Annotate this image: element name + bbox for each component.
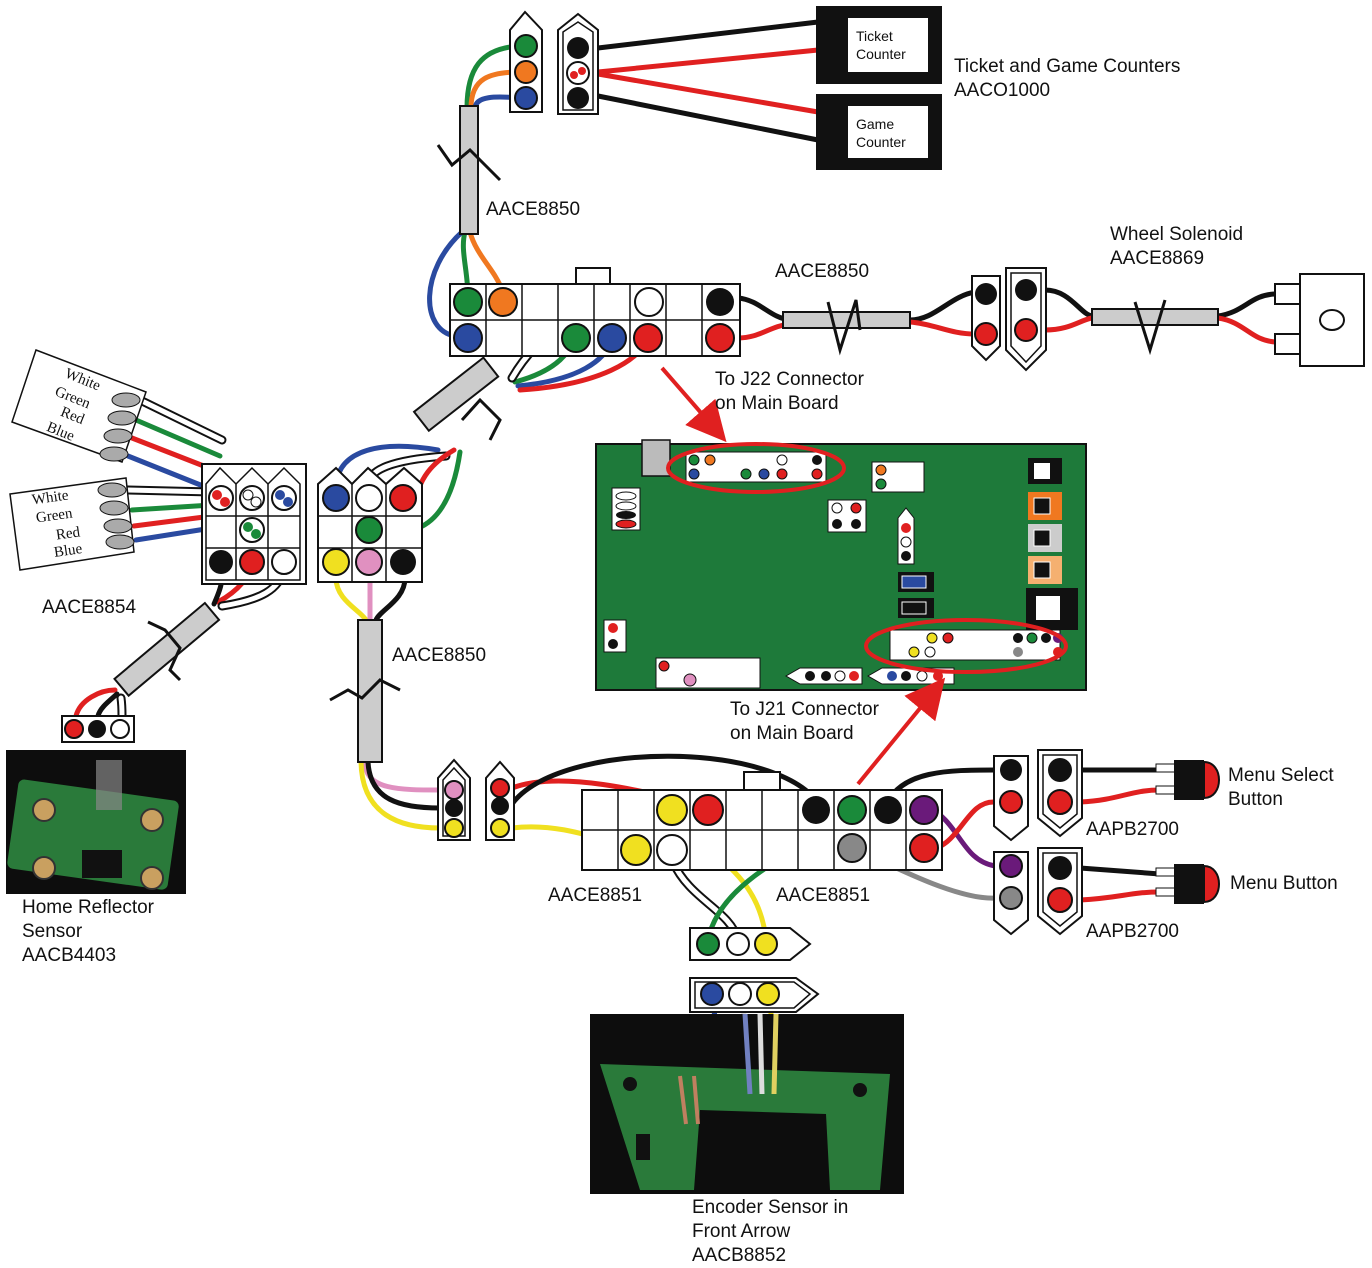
menu-connector-top-right — [1037, 749, 1083, 838]
main-board — [595, 439, 1087, 691]
cable-break-marks — [147, 144, 1167, 702]
solenoid-connector-right — [1005, 267, 1047, 372]
menu-connector-top-left — [993, 755, 1029, 842]
cable-8851-right-label: AACE8851 — [776, 885, 871, 906]
menu-select-push-button — [1155, 760, 1220, 800]
top-connector-right — [557, 12, 599, 115]
menu-push-button — [1155, 864, 1220, 904]
bottom-3pin-right — [485, 760, 515, 841]
menu-button-label: Menu Button — [1230, 873, 1338, 894]
ticket-counter — [816, 6, 942, 84]
callout-arrows — [660, 366, 946, 786]
home-sensor-photo — [6, 750, 186, 894]
menu-connector-bottom-left — [993, 851, 1029, 936]
left-3x3-connector — [317, 466, 423, 583]
solenoid-connector-left — [971, 275, 1001, 362]
bottom-3pin-left — [437, 758, 471, 841]
wire-tag-bottom — [9, 477, 135, 571]
bottom-main-connector — [581, 771, 943, 871]
main-harness-connector — [449, 267, 741, 357]
pb-bottom-label: AAPB2700 — [1086, 921, 1179, 942]
cable-top-label: AACE8850 — [486, 199, 581, 220]
home-sensor-connector — [61, 715, 135, 743]
cable-8854-label: AACE8854 — [42, 597, 137, 618]
cable-8851-left-label: AACE8851 — [548, 885, 643, 906]
cable-mid-label: AACE8850 — [775, 261, 870, 282]
wire-tag-top — [11, 349, 147, 463]
wheel-solenoid — [1274, 273, 1365, 367]
menu-connector-bottom-right — [1037, 847, 1083, 936]
left-multiwire-connector — [201, 463, 307, 585]
encoder-sensor-photo — [590, 1014, 904, 1194]
sensor-arrow-connector-bottom — [689, 977, 820, 1013]
sensor-arrow-connector-top — [689, 927, 812, 961]
cable-left-label: AACE8850 — [392, 645, 487, 666]
game-counter — [816, 94, 942, 170]
pb-top-label: AAPB2700 — [1086, 819, 1179, 840]
top-connector-left — [509, 10, 543, 113]
